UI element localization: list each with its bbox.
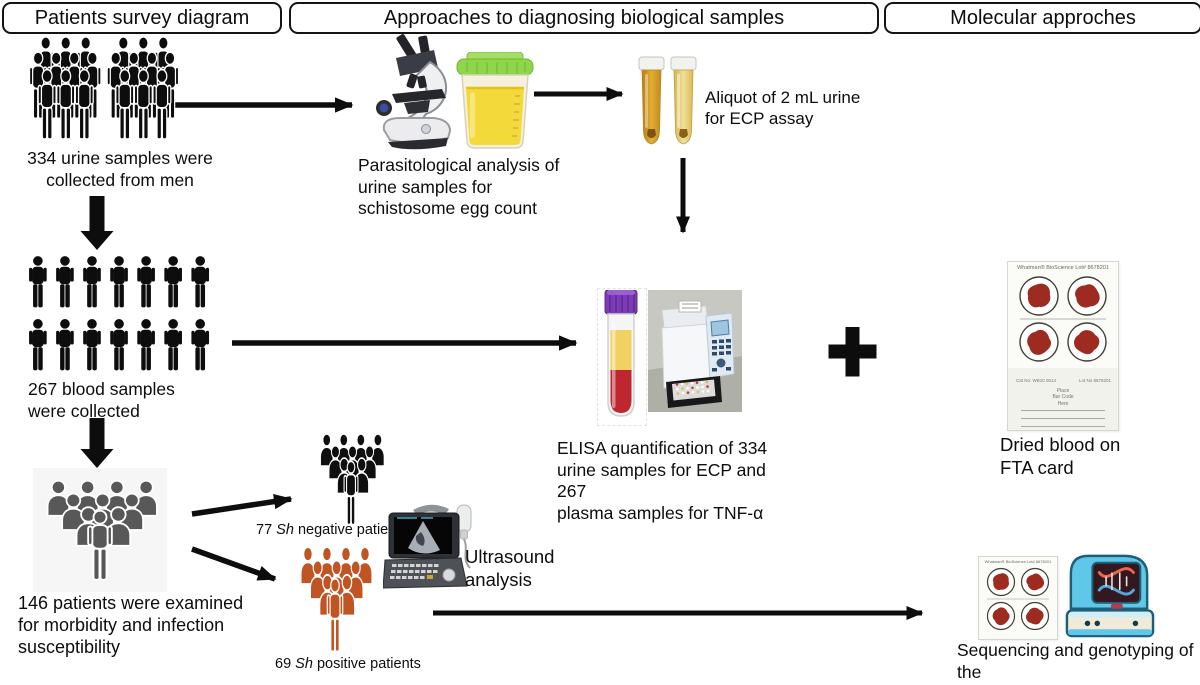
negative-rest: negative patients (293, 522, 408, 538)
fta-small-blood-spots (986, 567, 1050, 631)
parasitology-caption: Parasitological analysis of urine sample… (358, 155, 560, 219)
crowd-gray-icon (40, 474, 160, 586)
sequencer-icon (1065, 554, 1155, 638)
elisa-reader-icon (648, 290, 742, 412)
header-approaches-label: Approaches to diagnosing biological samp… (383, 6, 785, 29)
crowd-negative-icon (316, 433, 386, 525)
arrow-examined-to-negative (191, 493, 293, 517)
arrow-down-blood-to-examined (80, 418, 114, 468)
crowd-gray-panel (33, 468, 167, 592)
crowd-black-icon (30, 36, 180, 148)
person-row-icon (29, 256, 210, 371)
crowd-positive-icon (296, 546, 374, 652)
fta-caption: Dried blood on FTA card (1000, 434, 1121, 478)
plus-icon (828, 327, 877, 377)
negative-caption: 77 Sh negative patients (256, 522, 408, 538)
fta-barcode-text: Place Bar Code Here (1052, 388, 1074, 407)
fta-card-lower-shading (1008, 368, 1118, 430)
fta-small-header-text: Whatman® BioScience Lot# 8678201 (984, 559, 1052, 564)
header-patients-survey-label: Patients survey diagram (34, 6, 250, 29)
positive-rest: positive patients (312, 656, 421, 672)
positive-count: 69 (275, 656, 296, 672)
ultrasound-caption: Ultrasound analysis (465, 546, 555, 590)
urine-cup-icon (456, 52, 534, 149)
urine-samples-caption: 334 urine samples were collected from me… (27, 148, 213, 190)
aliquot-caption: Aliquot of 2 mL urine for ECP assay (705, 88, 861, 128)
negative-species: Sh (276, 522, 294, 538)
header-approaches: Approaches to diagnosing biological samp… (289, 2, 879, 34)
ultrasound-icon (383, 504, 472, 589)
header-patients-survey: Patients survey diagram (2, 2, 282, 34)
fta-writing-line (1021, 410, 1105, 411)
arrow-examined-to-positive (191, 546, 277, 582)
fta-lot-no: Lot No 8678201 (1078, 378, 1111, 383)
fta-writing-line (1021, 418, 1105, 419)
sample-tubes-icon (638, 56, 697, 145)
fta-blood-spots (1019, 276, 1107, 362)
fta-cat-no: Cat No: WB10 0014 (1016, 378, 1057, 383)
microscope-icon (376, 34, 452, 150)
arrow-down-urine-to-blood (80, 196, 114, 250)
blood-tube-icon (604, 290, 638, 417)
fta-card-header-text: Whatman® BioScience Lot# 8678201 (1017, 265, 1109, 271)
fta-card-small-icon: Whatman® BioScience Lot# 8678201 (978, 556, 1058, 640)
fta-writing-line (1021, 426, 1105, 427)
negative-count: 77 (256, 522, 277, 538)
examined-caption: 146 patients were examined for morbidity… (18, 593, 244, 658)
sequencing-caption: Sequencing and genotyping of the TNF-α p… (957, 640, 1194, 685)
elisa-caption: ELISA quantification of 334 urine sample… (557, 438, 768, 523)
blood-samples-caption: 267 blood samples were collected (28, 379, 175, 421)
positive-caption: 69 Sh positive patients (275, 656, 421, 672)
positive-species: Sh (295, 656, 313, 672)
header-molecular: Molecular approches (884, 2, 1200, 34)
blood-tube-frame (597, 288, 647, 426)
header-molecular-label: Molecular approches (950, 6, 1136, 29)
fta-card-icon: Whatman® BioScience Lot# 8678201 Cat No:… (1007, 261, 1119, 431)
